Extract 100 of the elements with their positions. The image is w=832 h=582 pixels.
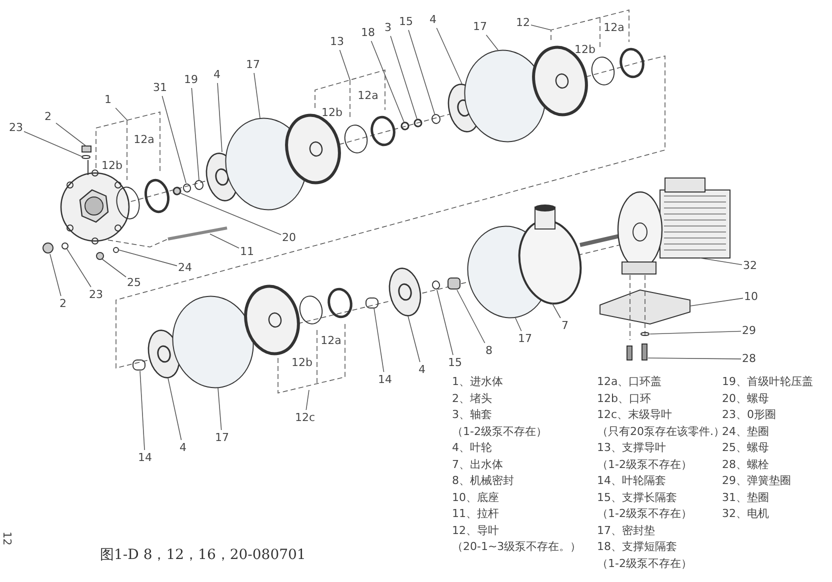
leader-line: [140, 370, 145, 450]
parts-list-item: 17、密封垫: [597, 524, 655, 536]
parts-list-item: （1-2级泵不存在）: [597, 507, 692, 520]
leader-line: [408, 30, 436, 116]
parts-list-item: 12a、口环盖: [597, 375, 662, 388]
leader-line: [700, 258, 742, 266]
parts-list-item: （20-1~3级泵不存在。）: [452, 540, 582, 553]
leader-line: [486, 34, 498, 50]
callout-number: 11: [239, 246, 255, 258]
part-label: 12a: [132, 134, 156, 146]
callout-number: 4: [178, 442, 188, 454]
leader-line: [218, 388, 222, 430]
parts-list-item: 12b、口环: [597, 392, 651, 404]
leader-line: [168, 378, 182, 440]
callout-number: 4: [418, 364, 426, 376]
leader-line: [254, 72, 260, 118]
parts-list-item: 25、螺母: [722, 441, 769, 454]
parts-list-item: 20、螺母: [722, 392, 769, 404]
parts-list-item: 8、机械密封: [452, 474, 514, 487]
callout-number: 20: [281, 232, 297, 244]
callout-number: 32: [742, 260, 758, 272]
parts-list-item: 1、进水体: [452, 375, 503, 388]
leader-line: [118, 250, 178, 266]
callout-number: 7: [560, 320, 570, 332]
leader-line: [24, 131, 84, 158]
part-label: 12b: [320, 107, 344, 119]
parts-list-item: 24、垫圈: [722, 424, 769, 438]
figure-caption: 图1-D 8，12，16，20-080701: [100, 546, 306, 564]
leader-line: [210, 234, 240, 249]
leader-line: [374, 308, 384, 372]
part-label: 12a: [356, 90, 380, 102]
leader-line: [306, 390, 310, 410]
parts-list-item: 14、叶轮隔套: [597, 474, 666, 487]
leader-line: [436, 290, 454, 356]
parts-list-item: （1-2级泵不存在）: [597, 458, 692, 470]
leader-line: [191, 88, 200, 180]
part-label: 12a: [602, 22, 626, 34]
parts-list-item: 3、轴套: [452, 408, 492, 421]
leader-line: [50, 254, 62, 296]
parts-list-item: 31、垫圈: [722, 490, 769, 504]
leader-line: [530, 24, 552, 30]
callout-number: 4: [428, 14, 438, 26]
part-label: 12b: [574, 44, 596, 56]
parts-list-item: （1-2级泵不存在）: [597, 556, 692, 570]
callout-number: 15: [398, 16, 414, 28]
part-label: 12a: [320, 335, 342, 347]
parts-list-item: 28、螺栓: [722, 458, 769, 470]
leader-line: [436, 28, 462, 84]
callout-number: 14: [137, 452, 153, 464]
leader-line: [514, 316, 522, 332]
callout-number: 29: [741, 325, 757, 337]
parts-list-item: 12c、末级导叶: [597, 408, 672, 421]
leader-line: [690, 298, 744, 306]
callout-number: 28: [741, 353, 757, 365]
leader-line: [180, 192, 282, 236]
parts-list-item: 23、0形圈: [722, 408, 776, 421]
callout-number: 18: [360, 27, 376, 39]
part-label: 12b: [290, 357, 314, 369]
callout-number: 2: [44, 111, 52, 123]
callout-number: 31: [152, 82, 168, 94]
parts-list-item: （1-2级泵不存在）: [452, 424, 547, 438]
parts-list-item: 10、底座: [452, 490, 499, 504]
leader-line: [456, 290, 486, 344]
leader-line: [408, 316, 420, 362]
parts-list-item: 32、电机: [722, 507, 769, 520]
callout-number: 12c: [294, 412, 316, 424]
callout-number: 23: [88, 289, 104, 301]
parts-list-item: 4、叶轮: [452, 441, 492, 454]
leader-line: [56, 122, 86, 146]
parts-list-item: 19、首级叶轮压盖: [722, 375, 813, 388]
page-number: 12: [0, 532, 14, 546]
callout-number: 2: [58, 298, 68, 310]
callout-number: 1: [104, 94, 112, 106]
parts-list-item: 11、拉杆: [452, 507, 499, 520]
callout-number: 19: [183, 74, 199, 86]
callout-number: 14: [377, 374, 393, 386]
parts-list-item: 29、弹簧垫圈: [722, 474, 791, 487]
leader-line: [115, 108, 128, 120]
leader-line: [162, 96, 186, 184]
callout-number: 3: [384, 22, 392, 34]
callout-number: 13: [329, 36, 345, 48]
leader-line: [66, 248, 92, 288]
leader-line: [339, 50, 350, 80]
callout-number: 17: [472, 21, 488, 33]
leader-line: [217, 82, 222, 152]
callout-number: 25: [126, 277, 142, 289]
parts-list-item: 7、出水体: [452, 458, 503, 470]
callout-number: 17: [245, 59, 261, 71]
leader-line: [102, 258, 126, 278]
leader-line: [370, 40, 404, 122]
parts-list-item: 15、支撑长隔套: [597, 490, 677, 504]
leader-line: [648, 358, 742, 360]
callout-number: 8: [484, 345, 494, 357]
parts-list-item: 12、导叶: [452, 524, 499, 536]
callout-number: 12: [515, 17, 531, 29]
callout-number: 10: [743, 291, 759, 303]
callout-number: 15: [447, 357, 463, 369]
callout-number: 17: [517, 333, 533, 345]
callout-number: 17: [214, 432, 230, 444]
leader-line: [390, 36, 418, 120]
